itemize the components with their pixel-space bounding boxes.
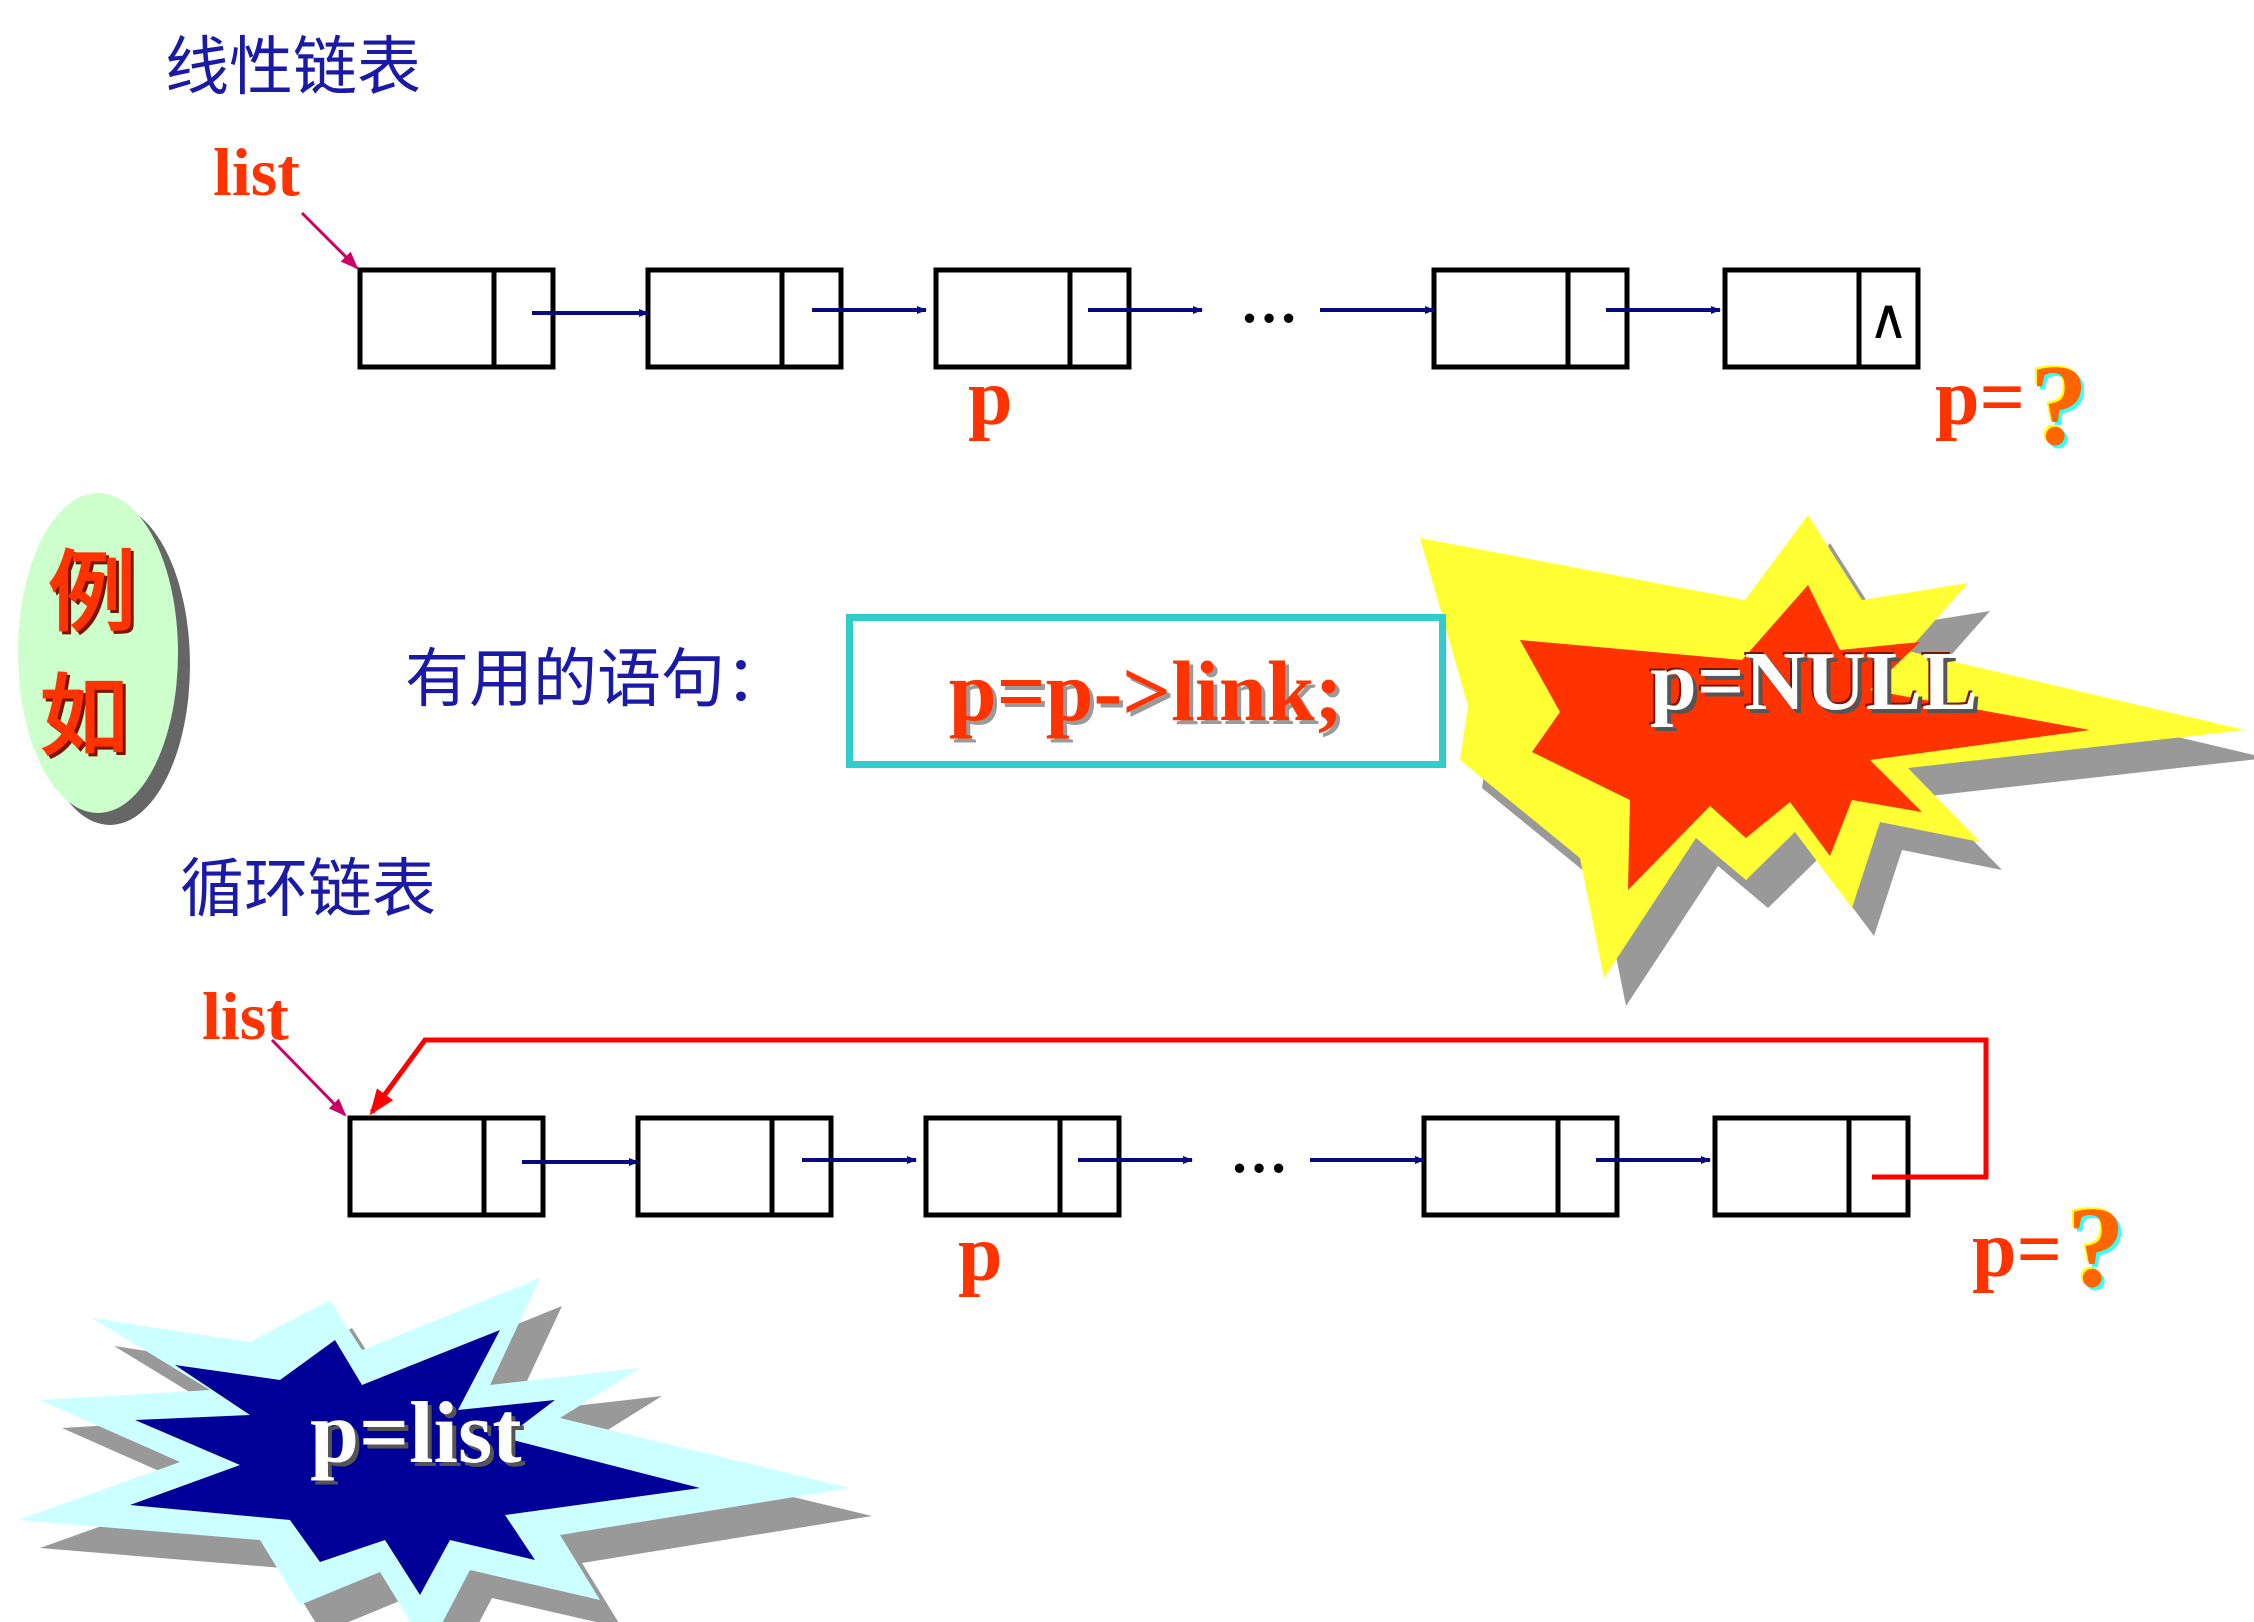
circular-pointer-label: p: [958, 1214, 1003, 1294]
question-mark-icon: ?: [2067, 1190, 2125, 1306]
code-box: p=p->link;: [846, 614, 1446, 768]
example-badge-char-2: 如: [40, 672, 128, 760]
linear-node: [1434, 270, 1627, 367]
code-statement: p=p->link;: [949, 641, 1343, 741]
circular-node: [350, 1118, 543, 1215]
circular-node: [1424, 1118, 1617, 1215]
linear-head-label: list: [213, 138, 300, 206]
head-pointer-arrow: [302, 213, 357, 268]
circular-head-label: list: [202, 982, 289, 1050]
circular-question-label: p=: [1972, 1210, 2062, 1290]
linear-node: [360, 270, 553, 367]
burst-null: [1420, 515, 2254, 1006]
null-mark: ∧: [1868, 287, 1909, 352]
circular-node: [926, 1118, 1119, 1215]
linear-pointer-label: p: [968, 358, 1013, 438]
linear-node: [936, 270, 1129, 367]
burst-list-text: p=list: [310, 1390, 522, 1478]
useful-statement-label: 有用的语句：: [405, 648, 789, 712]
circular-node-last: [1715, 1118, 1908, 1215]
linear-node: [648, 270, 841, 367]
circular-list-title: 循环链表: [180, 858, 436, 922]
example-badge-char-1: 例: [48, 548, 136, 636]
circular-list: …: [272, 1040, 1986, 1215]
linear-question-label: p=: [1935, 358, 2025, 438]
question-mark-icon: ?: [2030, 348, 2088, 464]
circular-node: [638, 1118, 831, 1215]
ellipsis: …: [1240, 270, 1298, 335]
linear-list-title: 线性链表: [165, 36, 421, 100]
linear-list: … ∧: [302, 213, 1918, 367]
burst-null-text: p=NULL: [1650, 640, 1978, 724]
ellipsis: …: [1230, 1120, 1288, 1185]
